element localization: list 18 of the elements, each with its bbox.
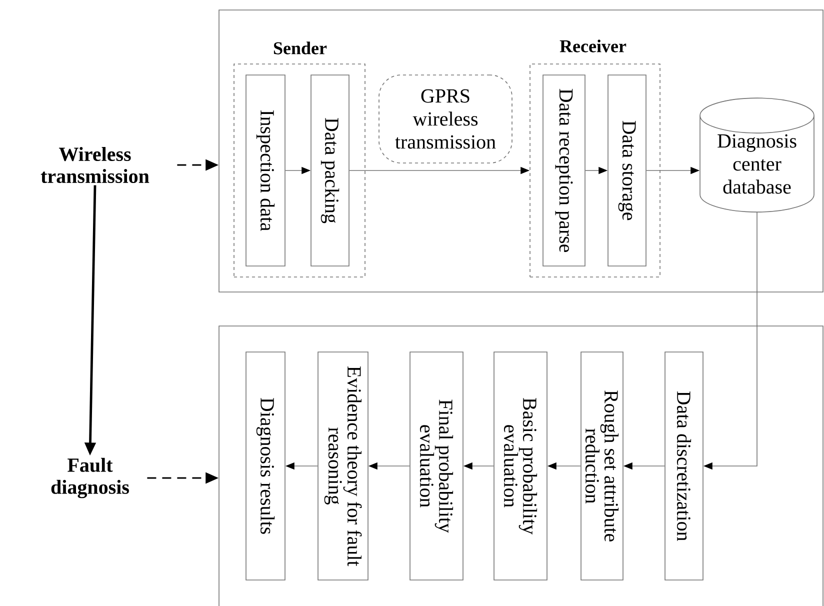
process-box: Evidence theory for fault reasoning [318, 352, 368, 580]
node-label: Receiver [560, 40, 626, 52]
process-box: Data reception parse [542, 74, 586, 266]
stage-label: Fault diagnosis [51, 458, 129, 498]
panel-frame [218, 326, 824, 606]
process-box: Basic probability evaluation [494, 352, 548, 580]
process-box: Data packing [310, 74, 350, 266]
database-cylinder: Diagnosis center database [700, 98, 814, 212]
process-box: Data storage [608, 74, 646, 266]
stage-label: Wireless transmission [40, 146, 150, 184]
channel-bubble: GPRS wireless transmission [378, 74, 512, 164]
node-label: Sender [274, 42, 327, 54]
process-box: Rough set attribute reduction [580, 352, 624, 580]
process-box: Final probability evaluation [410, 352, 464, 580]
process-box: Inspection data [246, 74, 286, 266]
process-box: Data discretization [664, 352, 704, 580]
panel-frame [218, 10, 824, 292]
process-box: Diagnosis results [246, 352, 286, 580]
